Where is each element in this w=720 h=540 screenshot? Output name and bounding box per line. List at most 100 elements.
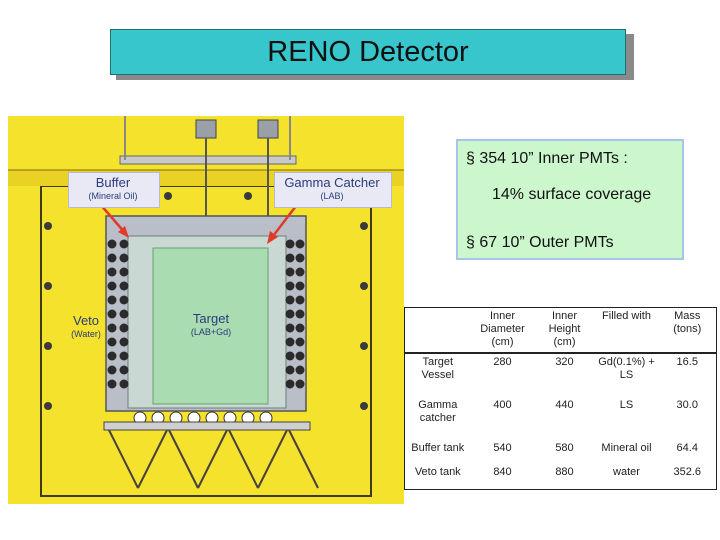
- buffer-label: Buffer: [95, 175, 131, 190]
- cell-filled: Mineral oil: [601, 442, 652, 455]
- pmt-array: [44, 192, 368, 410]
- info-line-inner-pmts: § 354 10” Inner PMTs :: [466, 150, 628, 167]
- buffer-arrowhead: [118, 226, 129, 238]
- outer-pmt-icon: [44, 402, 52, 410]
- support-leg: [287, 427, 319, 489]
- outer-pmt-icon: [360, 282, 368, 290]
- pmt-icon: [119, 239, 129, 249]
- buffer-label-box: [68, 172, 160, 208]
- cell-mass: 30.0: [676, 399, 698, 412]
- chimney-box-right: [257, 119, 279, 139]
- gamma-catcher-sub-label: (LAB): [320, 191, 344, 201]
- detector-spec-table: Inner Diameter (cm) Inner Height (cm) Fi…: [404, 307, 717, 490]
- row-name: Gamma catcher: [418, 399, 458, 425]
- pmt-icon: [295, 309, 305, 319]
- buffer-sub-label: (Mineral Oil): [88, 191, 138, 201]
- pmt-icon: [119, 267, 129, 277]
- pmt-icon: [285, 379, 295, 389]
- target-vessel: [152, 247, 269, 405]
- support-leg: [137, 427, 169, 489]
- info-line-outer-pmts: § 67 10” Outer PMTs: [466, 234, 614, 251]
- top-deck: [119, 155, 297, 165]
- pmt-icon: [119, 379, 129, 389]
- cell-mass: 64.4: [676, 442, 698, 455]
- outer-pmt-icon: [360, 342, 368, 350]
- target-label: Target: [192, 311, 230, 326]
- pmt-icon: [107, 337, 117, 347]
- pmt-icon: [285, 309, 295, 319]
- cell-diameter: 840: [493, 466, 512, 479]
- pmt-icon: [285, 365, 295, 375]
- cell-height: 440: [555, 399, 574, 412]
- pmt-icon: [295, 351, 305, 361]
- support-leg: [197, 427, 229, 489]
- outer-pmt-icon: [360, 222, 368, 230]
- support-leg: [167, 427, 199, 489]
- pmt-icon: [107, 239, 117, 249]
- outer-pmt-icon: [44, 342, 52, 350]
- cell-diameter: 280: [493, 355, 512, 368]
- cell-height: 580: [555, 442, 574, 455]
- cell-filled: water: [613, 466, 640, 479]
- row-name: Veto tank: [414, 466, 461, 479]
- pmt-icon: [295, 253, 305, 263]
- gamma-catcher-label-box: [274, 172, 392, 208]
- pmt-icon: [119, 295, 129, 305]
- cell-filled: LS: [619, 399, 634, 412]
- info-line-coverage: 14% surface coverage: [492, 186, 652, 203]
- pmt-icon: [107, 365, 117, 375]
- pmt-icon: [295, 267, 305, 277]
- pmt-icon: [285, 267, 295, 277]
- table-header-row: Inner Diameter (cm) Inner Height (cm) Fi…: [404, 307, 717, 354]
- row-name: Buffer tank: [411, 442, 465, 455]
- support-leg: [107, 427, 139, 489]
- veto-label: Veto: [72, 313, 100, 328]
- row-name: Target Vessel: [421, 355, 454, 381]
- pmt-icon: [295, 365, 305, 375]
- pmt-icon: [107, 295, 117, 305]
- pmt-icon: [295, 379, 305, 389]
- cell-diameter: 400: [493, 399, 512, 412]
- header-empty: [404, 307, 471, 354]
- header-inner-diameter: Inner Diameter (cm): [470, 307, 535, 354]
- pmt-icon: [119, 281, 129, 291]
- pmt-icon: [119, 337, 129, 347]
- outer-pmt-icon: [360, 402, 368, 410]
- header-inner-height: Inner Height (cm): [534, 307, 595, 354]
- cell-mass: 16.5: [676, 355, 698, 368]
- pmt-icon: [107, 253, 117, 263]
- outer-pmt-icon: [44, 282, 52, 290]
- pmt-icon: [285, 295, 295, 305]
- pmt-icon: [285, 281, 295, 291]
- header-mass: Mass (tons): [658, 307, 717, 354]
- pmt-icon: [285, 239, 295, 249]
- pmt-icon: [107, 351, 117, 361]
- pmt-icon: [107, 267, 117, 277]
- pmt-icon: [285, 351, 295, 361]
- pmt-icon: [119, 351, 129, 361]
- pmt-icon: [107, 323, 117, 333]
- cell-filled: Gd(0.1%) + LS: [598, 355, 655, 381]
- cell-diameter: 540: [493, 442, 512, 455]
- outer-pmt-icon: [244, 192, 252, 200]
- pmt-icon: [295, 239, 305, 249]
- detector-diagram: Buffer (Mineral Oil) Gamma Catcher (LAB)…: [8, 116, 404, 504]
- support-frame: [103, 421, 311, 431]
- cell-height: 320: [555, 355, 574, 368]
- header-filled-with: Filled with: [594, 307, 659, 354]
- table-row: Gamma catcher 400 440 LS 30.0: [405, 397, 717, 440]
- pmt-icon: [295, 323, 305, 333]
- bottom-pmt-row: [133, 411, 273, 425]
- target-sub-label: (LAB+Gd): [190, 327, 232, 337]
- pmt-icon: [285, 253, 295, 263]
- chimney-box-left: [195, 119, 217, 139]
- pmt-icon: [119, 309, 129, 319]
- gamma-arrowhead: [267, 231, 278, 244]
- support-leg: [257, 427, 289, 489]
- pmt-icon: [107, 309, 117, 319]
- pmt-info-box: § 354 10” Inner PMTs : 14% surface cover…: [456, 139, 684, 260]
- veto-sub-label: (Water): [71, 329, 101, 339]
- outer-pmt-icon: [44, 222, 52, 230]
- table-row: Target Vessel 280 320 Gd(0.1%) + LS 16.5: [405, 353, 717, 397]
- pmt-icon: [107, 379, 117, 389]
